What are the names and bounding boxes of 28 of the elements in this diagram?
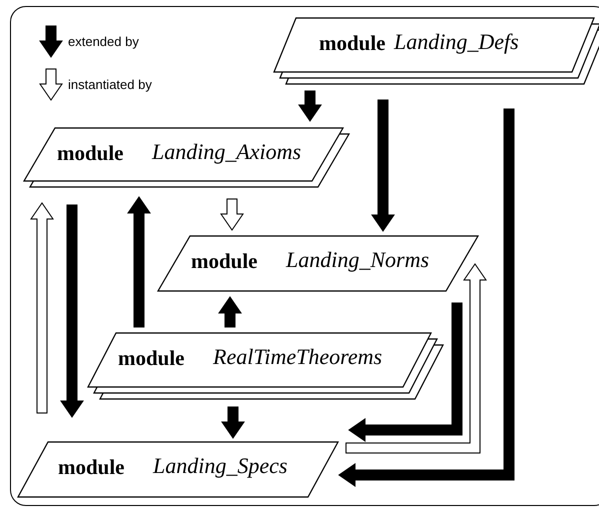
block-arrow (298, 90, 322, 122)
module-name: Landing_Axioms (152, 139, 302, 165)
block-arrow (60, 204, 84, 418)
module-box (18, 442, 338, 497)
module-name: Landing_Norms (286, 247, 430, 273)
block-arrow (218, 296, 242, 328)
block-arrow (348, 302, 462, 442)
block-arrow (220, 198, 244, 231)
block-arrow (30, 202, 54, 414)
stacked-module-box (88, 333, 443, 399)
block-arrow (371, 100, 395, 232)
block-arrow (127, 196, 151, 328)
legend-label: extended by (68, 34, 139, 49)
keyword-label: module (57, 141, 124, 166)
keyword-label: module (319, 31, 386, 56)
stacked-module-box (24, 128, 349, 187)
block-arrow (221, 406, 245, 439)
keyword-label: module (118, 346, 185, 371)
module-name: Landing_Specs (153, 453, 288, 479)
keyword-label: module (191, 249, 258, 274)
keyword-label: module (58, 455, 125, 480)
legend-label: instantiated by (68, 77, 152, 92)
block-arrow (338, 108, 514, 487)
module-name: Landing_Defs (394, 29, 519, 55)
module-box (158, 236, 478, 291)
block-arrow (346, 263, 487, 454)
stacked-module-box (274, 18, 599, 84)
module-name: RealTimeTheorems (213, 344, 382, 370)
